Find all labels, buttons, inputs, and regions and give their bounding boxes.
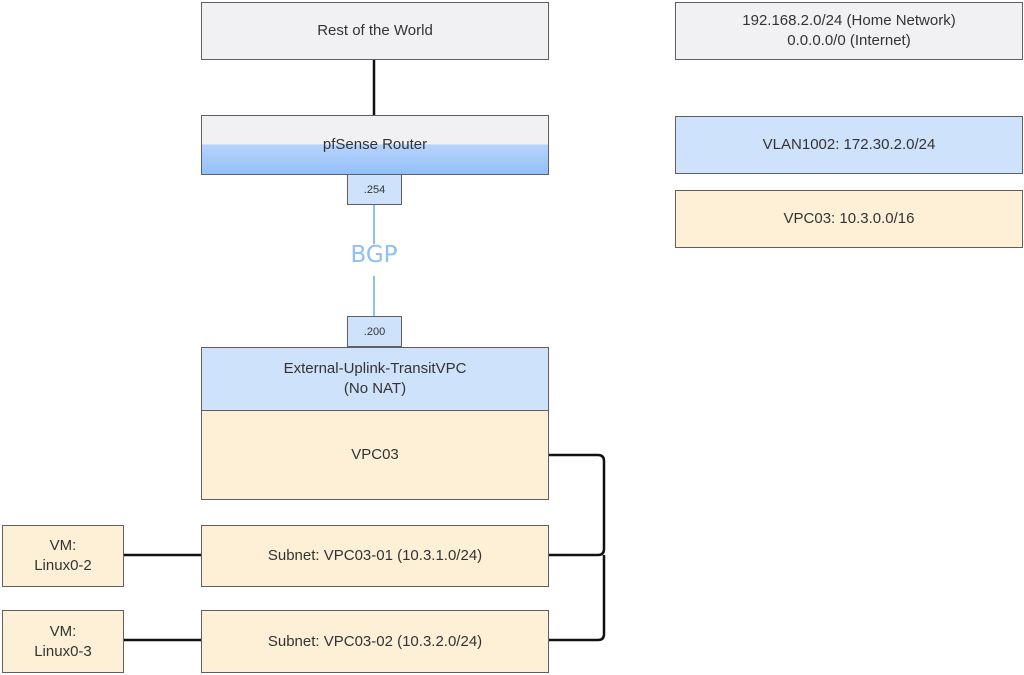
vpc03-label: VPC03 [351, 446, 399, 463]
transit-vpc-note: (No NAT) [343, 380, 407, 397]
subnet-vpc03-02-node[interactable]: Subnet: VPC03-02 (10.3.2.0/24) [201, 610, 549, 673]
transit-port-200[interactable]: .200 [347, 316, 402, 347]
vm1-name: Linux0-2 [34, 557, 92, 574]
legend-vpc: VPC03: 10.3.0.0/16 [675, 190, 1023, 248]
pfsense-router-node[interactable]: pfSense Router [201, 115, 549, 175]
rest-of-world-label: Rest of the World [317, 22, 433, 39]
vm2-name: Linux0-3 [34, 642, 92, 660]
bgp-label: BGP [350, 242, 398, 268]
vm-linux0-3-node[interactable]: VM: Linux0-3 [2, 610, 124, 673]
pfsense-router-label: pfSense Router [322, 136, 428, 153]
transit-port-label: .200 [363, 325, 386, 338]
vpc03-node[interactable]: VPC03 [201, 410, 549, 500]
legend-home-network: 192.168.2.0/24 (Home Network) [742, 12, 956, 29]
vpc-subnet1-link [548, 453, 606, 557]
router-port-label: .254 [363, 183, 386, 196]
transit-vpc-node[interactable]: External-Uplink-TransitVPC (No NAT) [201, 347, 549, 411]
legend-vlan: VLAN1002: 172.30.2.0/24 [675, 116, 1023, 174]
transit-vpc-name: External-Uplink-TransitVPC [283, 360, 467, 377]
rest-of-world-node[interactable]: Rest of the World [201, 2, 549, 60]
subnet1-label: Subnet: VPC03-01 (10.3.1.0/24) [267, 547, 483, 564]
router-port-254[interactable]: .254 [347, 174, 402, 205]
vm-linux0-2-node[interactable]: VM: Linux0-2 [2, 525, 124, 587]
legend-vpc-label: VPC03: 10.3.0.0/16 [783, 210, 915, 227]
vm2-type: VM: [49, 622, 77, 640]
subnet-vpc03-01-node[interactable]: Subnet: VPC03-01 (10.3.1.0/24) [201, 525, 549, 587]
subnet2-label: Subnet: VPC03-02 (10.3.2.0/24) [267, 632, 483, 650]
legend-home-internet: 192.168.2.0/24 (Home Network) 0.0.0.0/0 … [675, 2, 1023, 60]
legend-internet: 0.0.0.0/0 (Internet) [787, 32, 911, 49]
vm1-type: VM: [49, 537, 77, 554]
legend-vlan-label: VLAN1002: 172.30.2.0/24 [762, 136, 936, 153]
vpc-subnet2-link [548, 555, 606, 642]
